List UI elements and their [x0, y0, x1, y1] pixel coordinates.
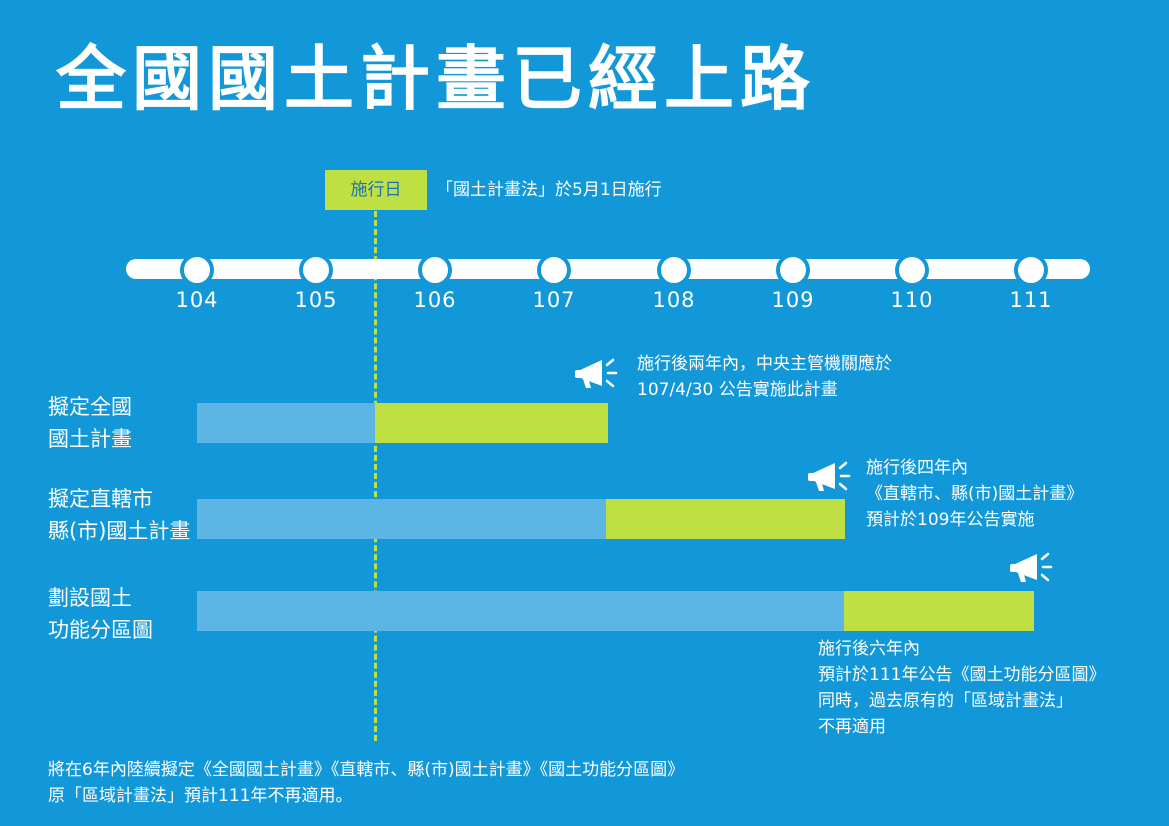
note-line: 預計於111年公告《國土功能分區圖》: [818, 665, 1106, 685]
note-national-plan: 施行後兩年內，中央主管機關應於 107/4/30 公告實施此計畫: [637, 351, 892, 403]
year-node-108: [657, 253, 691, 287]
year-node-105: [299, 253, 333, 287]
year-node-104: [180, 253, 214, 287]
year-node-107: [537, 253, 571, 287]
effective-date-note: 「國土計畫法」於5月1日施行: [436, 180, 662, 200]
bar-active-municipal-plan: [606, 499, 845, 539]
row-label-line: 擬定全國: [48, 395, 132, 419]
note-zoning-map: 施行後六年內 預計於111年公告《國土功能分區圖》 同時，過去原有的「區域計畫法…: [818, 636, 1105, 740]
note-line: 《直轄市、縣(市)國土計畫》: [866, 484, 1084, 504]
year-label-104: 104: [175, 288, 219, 312]
row-label-municipal-plan: 擬定直轄市 縣(市)國土計畫: [48, 483, 190, 547]
year-node-110: [895, 253, 929, 287]
page-title: 全國國土計畫已經上路: [56, 38, 816, 120]
year-node-111: [1014, 253, 1048, 287]
effective-date-badge: 施行日: [325, 170, 427, 210]
row-label-line: 國土計畫: [48, 427, 132, 451]
year-label-107: 107: [532, 288, 576, 312]
year-label-105: 105: [294, 288, 338, 312]
note-line: 不再適用: [818, 717, 886, 737]
note-line: 同時，過去原有的「區域計畫法」: [818, 691, 1073, 711]
note-municipal-plan: 施行後四年內 《直轄市、縣(市)國土計畫》 預計於109年公告實施: [866, 455, 1083, 533]
row-label-line: 縣(市)國土計畫: [48, 519, 191, 543]
year-label-111: 111: [1009, 288, 1053, 312]
bar-base-zoning-map: [197, 591, 844, 631]
megaphone-icon: [1010, 552, 1053, 582]
bar-active-zoning-map: [844, 591, 1034, 631]
note-line: 107/4/30 公告實施此計畫: [637, 380, 838, 400]
year-node-106: [418, 253, 452, 287]
year-label-108: 108: [652, 288, 696, 312]
year-label-110: 110: [890, 288, 934, 312]
bar-base-national-plan: [197, 403, 375, 443]
row-label-line: 劃設國土: [48, 586, 132, 610]
note-line: 施行後兩年內，中央主管機關應於: [637, 354, 892, 374]
footnote-line: 原「區域計畫法」預計111年不再適用。: [48, 786, 353, 806]
megaphone-icon: [808, 461, 851, 491]
note-line: 施行後四年內: [866, 458, 968, 478]
effective-date-line: [374, 211, 377, 741]
year-label-109: 109: [771, 288, 815, 312]
megaphone-icon: [575, 358, 618, 388]
row-label-line: 擬定直轄市: [48, 487, 153, 511]
timeline-track: [126, 259, 1090, 279]
year-node-109: [776, 253, 810, 287]
footnote: 將在6年內陸續擬定《全國國土計畫》《直轄市、縣(市)國土計畫》《國土功能分區圖》…: [48, 757, 684, 809]
note-line: 施行後六年內: [818, 639, 920, 659]
row-label-national-plan: 擬定全國 國土計畫: [48, 391, 132, 455]
row-label-zoning-map: 劃設國土 功能分區圖: [48, 582, 153, 646]
row-label-line: 功能分區圖: [48, 618, 153, 642]
bar-active-national-plan: [375, 403, 608, 443]
note-line: 預計於109年公告實施: [866, 510, 1035, 530]
year-label-106: 106: [413, 288, 457, 312]
bar-base-municipal-plan: [197, 499, 606, 539]
footnote-line: 將在6年內陸續擬定《全國國土計畫》《直轄市、縣(市)國土計畫》《國土功能分區圖》: [48, 760, 685, 780]
